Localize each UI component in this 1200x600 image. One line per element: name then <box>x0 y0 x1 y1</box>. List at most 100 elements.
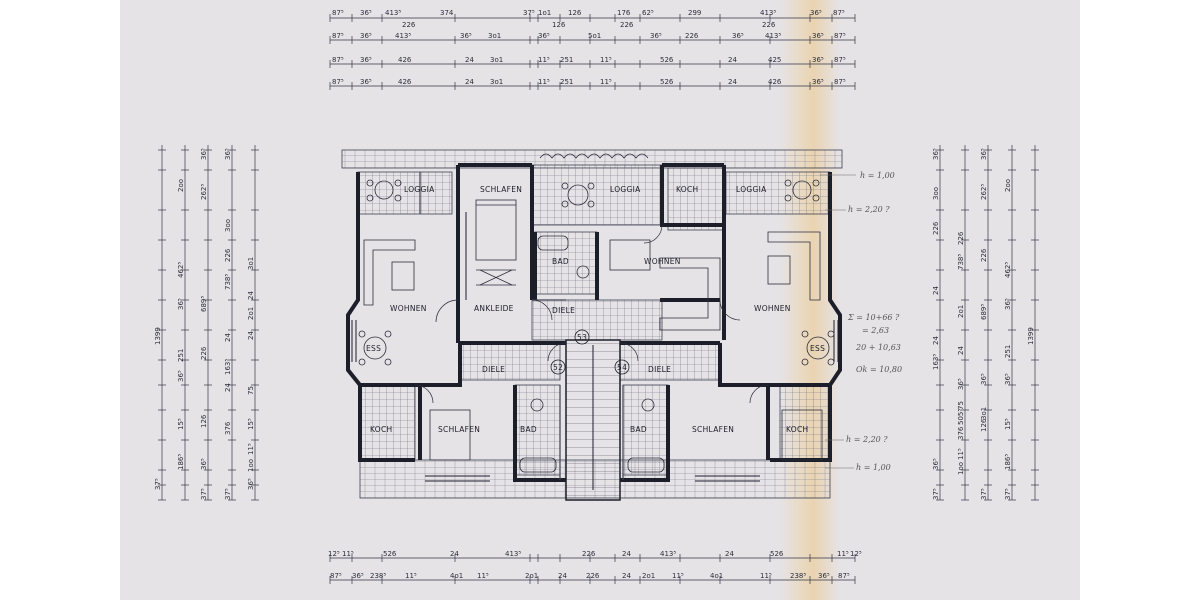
unit-number-52: 52 <box>553 363 563 372</box>
room-label-koch-right: KOCH <box>786 425 809 434</box>
dim-label: 11⁵ <box>247 443 255 455</box>
dim-label: 36⁵ <box>360 32 372 40</box>
dim-label: 36⁵ <box>732 32 744 40</box>
dining-sets <box>358 179 835 366</box>
dim-label: 87⁵ <box>332 32 344 40</box>
dim-label: 126 <box>980 418 988 432</box>
dim-label: 738⁵ <box>957 254 965 270</box>
dim-label: 126 <box>552 21 566 29</box>
room-label-loggia-left: LOGGIA <box>404 185 435 194</box>
bottom-dimension-labels: 12⁵ 11⁵ 526 24 413⁵ 226 24 413⁵ 24 526 1… <box>328 550 862 580</box>
dim-label: 24 <box>558 572 567 580</box>
note-height-bot2: h = 1,00 <box>856 463 891 472</box>
dim-label: 36⁵ <box>810 9 822 17</box>
dim-label: 176 <box>617 9 631 17</box>
dim-label: 126 <box>568 9 582 17</box>
room-label-schlafen-left: SCHLAFEN <box>438 425 480 434</box>
note-calc2: = 2,63 <box>862 326 889 335</box>
dim-label: 1o1 <box>538 9 551 17</box>
dim-label: 3o1 <box>490 56 503 64</box>
dim-label: 689⁵ <box>980 304 988 320</box>
dim-label: 226 <box>980 248 988 262</box>
note-height-bot1: h = 2,20 ? <box>846 435 888 444</box>
dim-label: 36⁵ <box>352 572 364 580</box>
bath-fixtures <box>519 235 665 473</box>
loggia-left <box>357 171 453 215</box>
dim-label: 11⁵ <box>405 572 417 580</box>
room-label-bad-lower-left: BAD <box>520 425 537 434</box>
dim-label: 36⁵ <box>957 378 965 390</box>
plant-sketch <box>539 153 649 159</box>
dim-label: 3o1 <box>247 257 255 270</box>
dim-label: 413⁵ <box>505 550 521 558</box>
dim-label: 186⁵ <box>1004 454 1012 470</box>
dim-label: 36⁵ <box>650 32 662 40</box>
room-label-diele-upper: DIELE <box>552 306 575 315</box>
dim-label: 15⁵ <box>247 418 255 430</box>
dim-label: 62⁵ <box>642 9 654 17</box>
dim-label: 24 <box>465 56 474 64</box>
loggia-right <box>725 171 831 215</box>
dim-label: 3oo <box>224 219 232 232</box>
note-height-top1: h = 1,00 <box>860 171 895 180</box>
dim-label: 2oo <box>1004 179 1012 192</box>
koch-lower-right <box>779 384 831 461</box>
dim-label: 3oo <box>932 187 940 200</box>
dim-label: 87⁵ <box>833 9 845 17</box>
room-label-wohnen-center: WOHNEN <box>644 257 681 266</box>
blueprint-sheet: 87⁵ 36⁵ 413⁵ 374 37⁵ 1o1 126 176 62⁵ 299… <box>120 0 1080 600</box>
handwritten-notes: h = 1,00 h = 2,20 ? Σ = 10+66 ? = 2,63 2… <box>820 171 902 472</box>
dim-label: 1399 <box>1027 327 1035 345</box>
dim-label: 24 <box>247 331 255 340</box>
dim-label: 376 <box>957 426 965 440</box>
dim-label: 262⁵ <box>200 184 208 200</box>
dim-label: 374 <box>440 9 454 17</box>
dim-label: 226 <box>586 572 600 580</box>
dim-label: 3o1 <box>980 407 988 420</box>
diele-tile-center <box>531 299 663 341</box>
dim-label: 24 <box>622 550 631 558</box>
note-calc1: Σ = 10+66 ? <box>847 313 900 322</box>
dim-label: 238⁵ <box>790 572 806 580</box>
dim-label: 413⁵ <box>395 32 411 40</box>
dim-label: 36⁵ <box>1004 298 1012 310</box>
dim-label: 75 <box>247 386 255 395</box>
right-dimension-labels: 36⁵ 3oo 226 738⁵ 24 163⁵ 24 376 36⁵ 37⁵ … <box>932 148 1035 500</box>
dim-label: 36⁵ <box>932 148 940 160</box>
room-label-schlafen-right: SCHLAFEN <box>692 425 734 434</box>
dim-label: 226 <box>620 21 634 29</box>
room-label-schlafen-upper: SCHLAFEN <box>480 185 522 194</box>
dim-label: 226 <box>224 248 232 262</box>
dim-label: 226 <box>402 21 416 29</box>
koch-lower-left <box>359 384 416 461</box>
dim-label: 425 <box>768 56 781 64</box>
left-dimension-labels: 1399 2oo 462⁵ 36⁵ 251 36⁵ 15⁵ 186⁵ 37⁵ 3… <box>154 148 255 500</box>
walls <box>346 163 842 482</box>
dim-label: 251 <box>560 56 573 64</box>
koch-upper <box>667 167 725 231</box>
unit-number-53: 53 <box>577 333 587 342</box>
dim-label: 24 <box>932 286 940 295</box>
unit-number-54: 54 <box>617 363 627 372</box>
dim-label: 36⁵ <box>360 9 372 17</box>
dim-label: 36⁵ <box>812 32 824 40</box>
floor-plan: LOGGIA SCHLAFEN LOGGIA KOCH LOGGIA BAD W… <box>341 149 843 501</box>
bad-lower-right <box>622 384 669 476</box>
dim-label: 75 <box>957 401 965 410</box>
bottom-dimension-chains <box>329 554 856 584</box>
room-label-diele-right: DIELE <box>648 365 671 374</box>
dim-label: 226 <box>932 221 940 235</box>
room-label-bad-upper: BAD <box>552 257 569 266</box>
dim-label: 426 <box>768 78 782 86</box>
dim-label: 4o1 <box>450 572 463 580</box>
dim-label: 526 <box>770 550 784 558</box>
dim-label: 24 <box>728 56 737 64</box>
dim-label: 24 <box>450 550 459 558</box>
dim-label: 2o1 <box>642 572 655 580</box>
dim-label: 36⁵ <box>818 572 830 580</box>
dim-label: 87⁵ <box>834 78 846 86</box>
dim-label: 87⁵ <box>838 572 850 580</box>
dim-label: 37⁵ <box>224 488 232 500</box>
dim-label: 226 <box>685 32 699 40</box>
unit-markers <box>550 329 630 375</box>
